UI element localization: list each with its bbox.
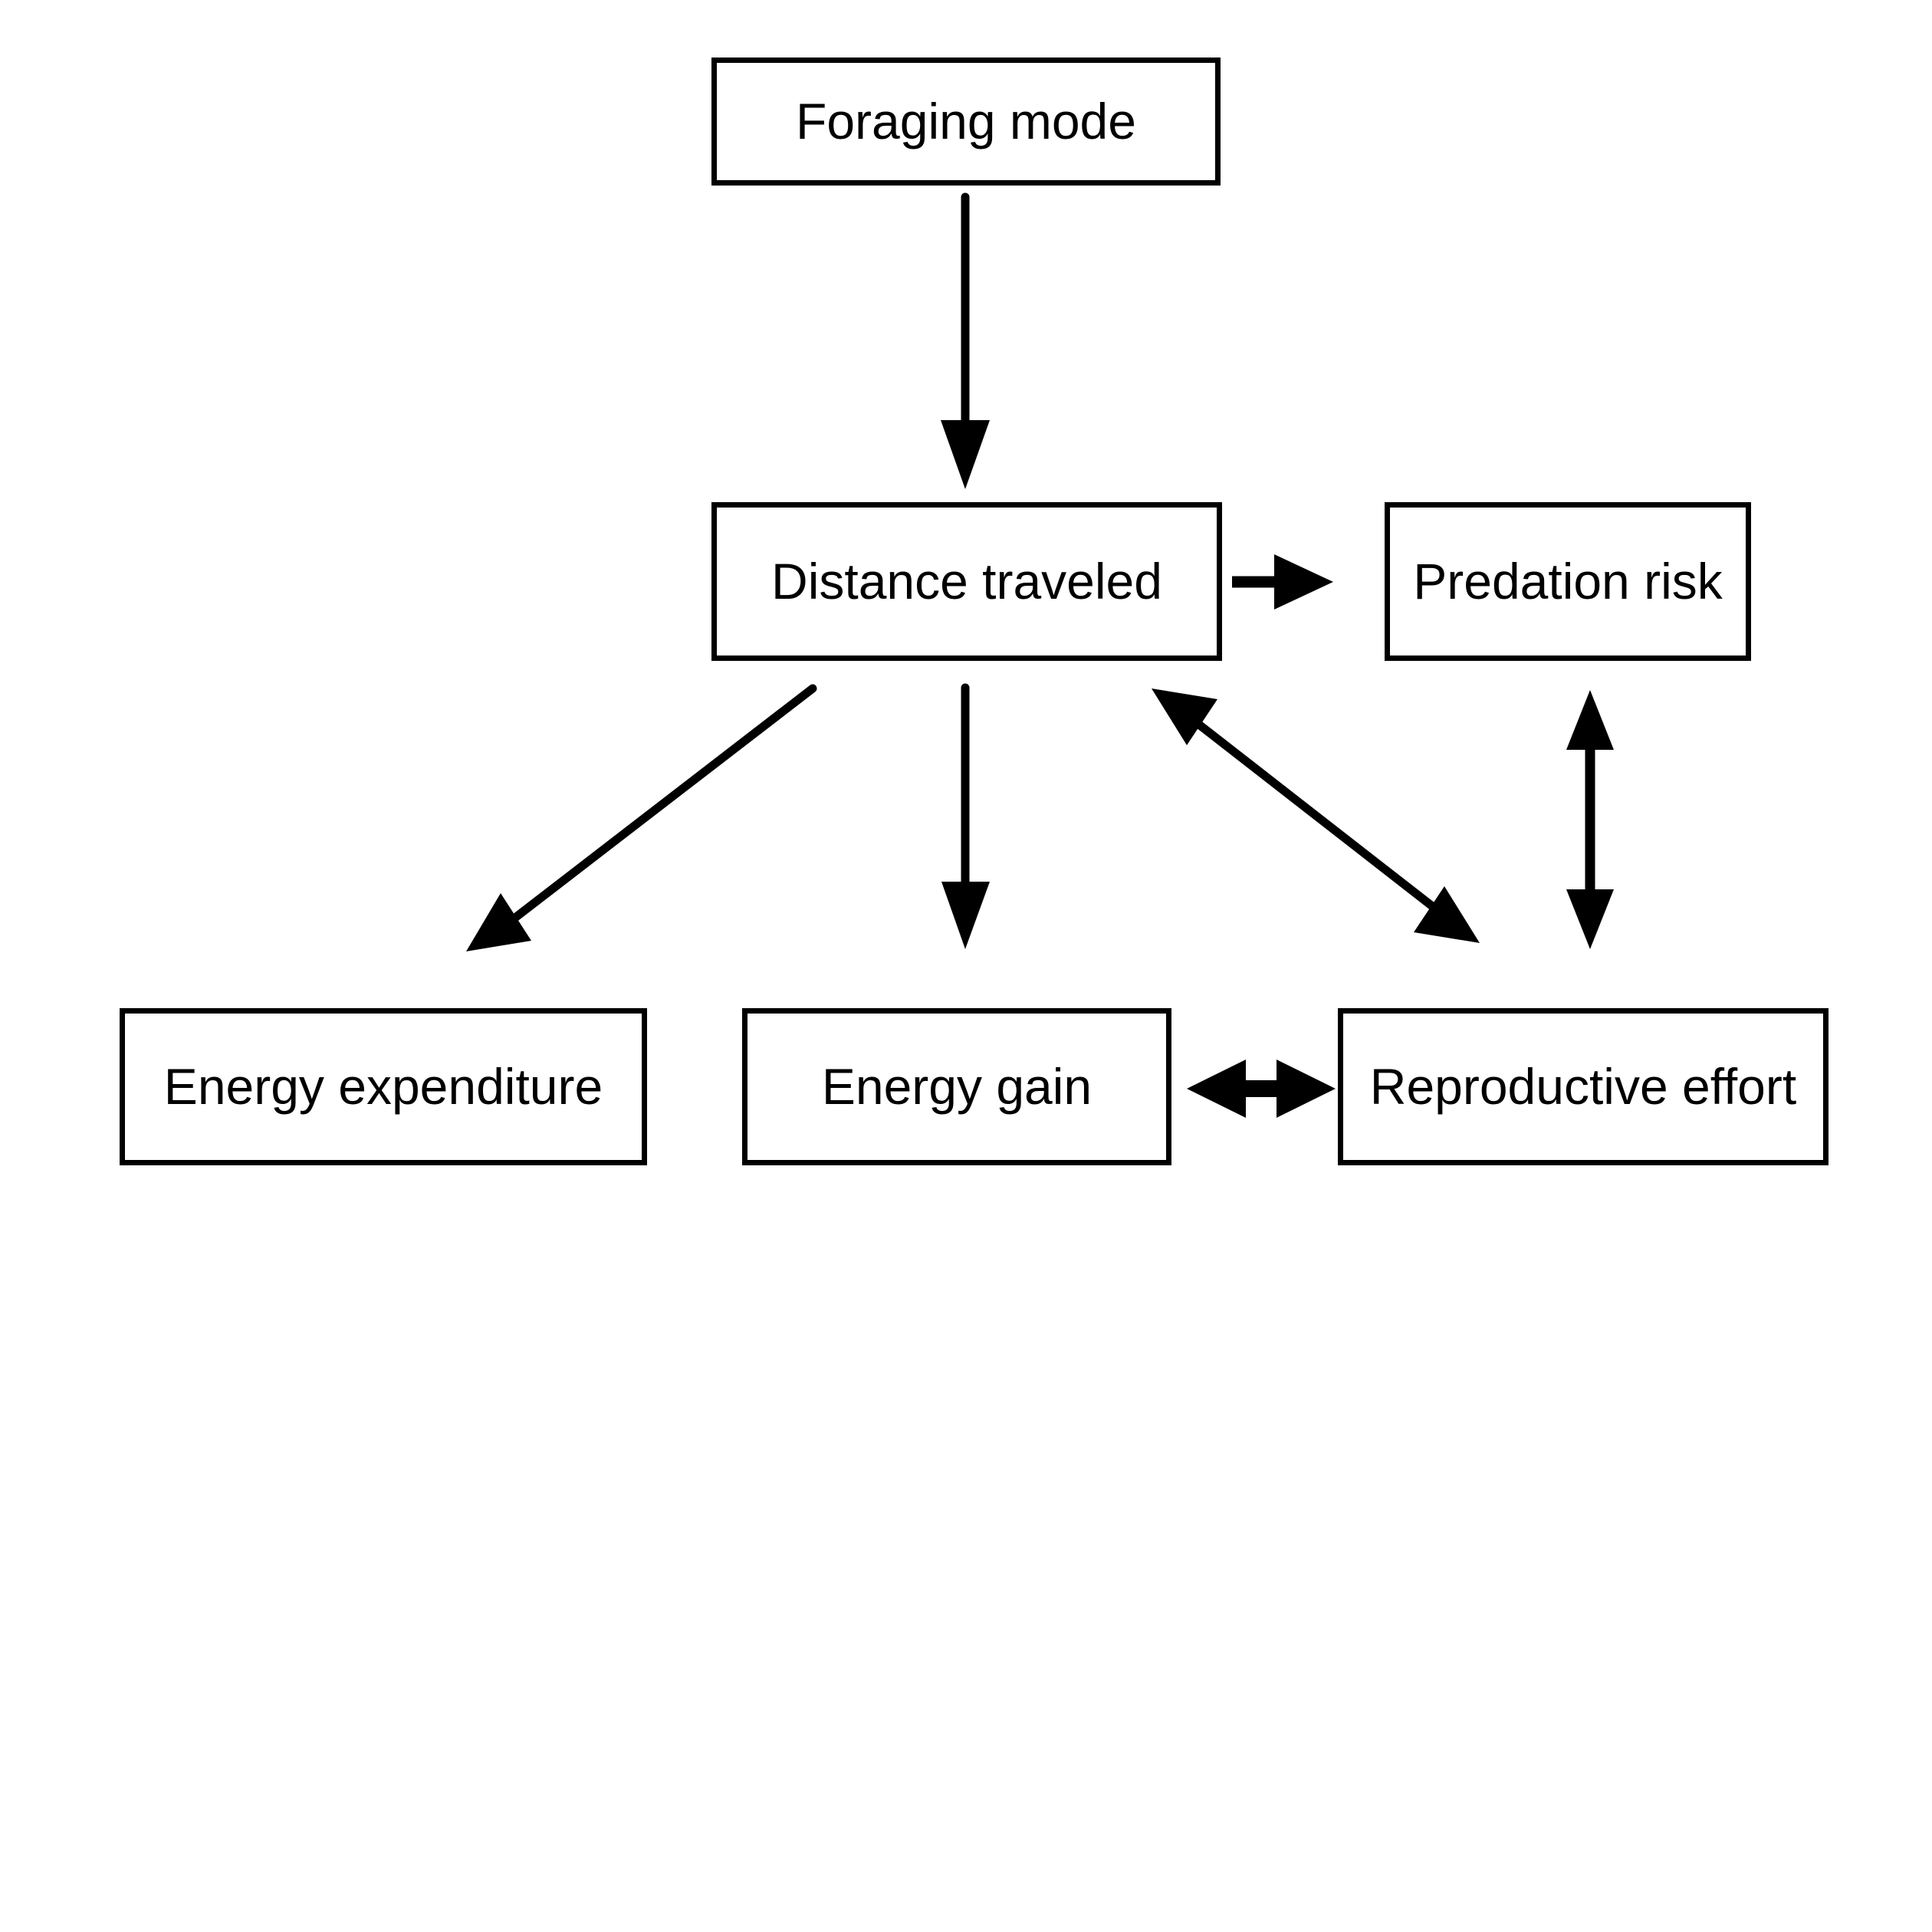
arrow-distance-to-gain [941, 683, 990, 949]
node-foraging-mode-label: Foraging mode [796, 93, 1136, 150]
node-foraging-mode[interactable]: Foraging mode [711, 58, 1221, 186]
node-energy-expenditure-label: Energy expenditure [163, 1058, 603, 1116]
arrow-predation-reproductive [1566, 690, 1614, 949]
node-energy-gain-label: Energy gain [821, 1058, 1092, 1116]
arrow-distance-reproductive [1152, 688, 1480, 943]
node-reproductive-effort[interactable]: Reproductive effort [1338, 1008, 1829, 1165]
node-energy-gain[interactable]: Energy gain [742, 1008, 1171, 1165]
node-distance-traveled[interactable]: Distance traveled [711, 502, 1222, 661]
arrow-gain-reproductive [1187, 1060, 1336, 1118]
node-reproductive-effort-label: Reproductive effort [1369, 1058, 1797, 1116]
node-energy-expenditure[interactable]: Energy expenditure [120, 1008, 647, 1165]
node-distance-traveled-label: Distance traveled [771, 553, 1162, 610]
arrow-distance-to-predation [1232, 554, 1333, 610]
node-predation-risk[interactable]: Predation risk [1385, 502, 1751, 661]
arrow-foraging-to-distance [941, 192, 990, 489]
arrow-distance-to-expenditure [466, 684, 817, 951]
node-predation-risk-label: Predation risk [1413, 553, 1723, 610]
